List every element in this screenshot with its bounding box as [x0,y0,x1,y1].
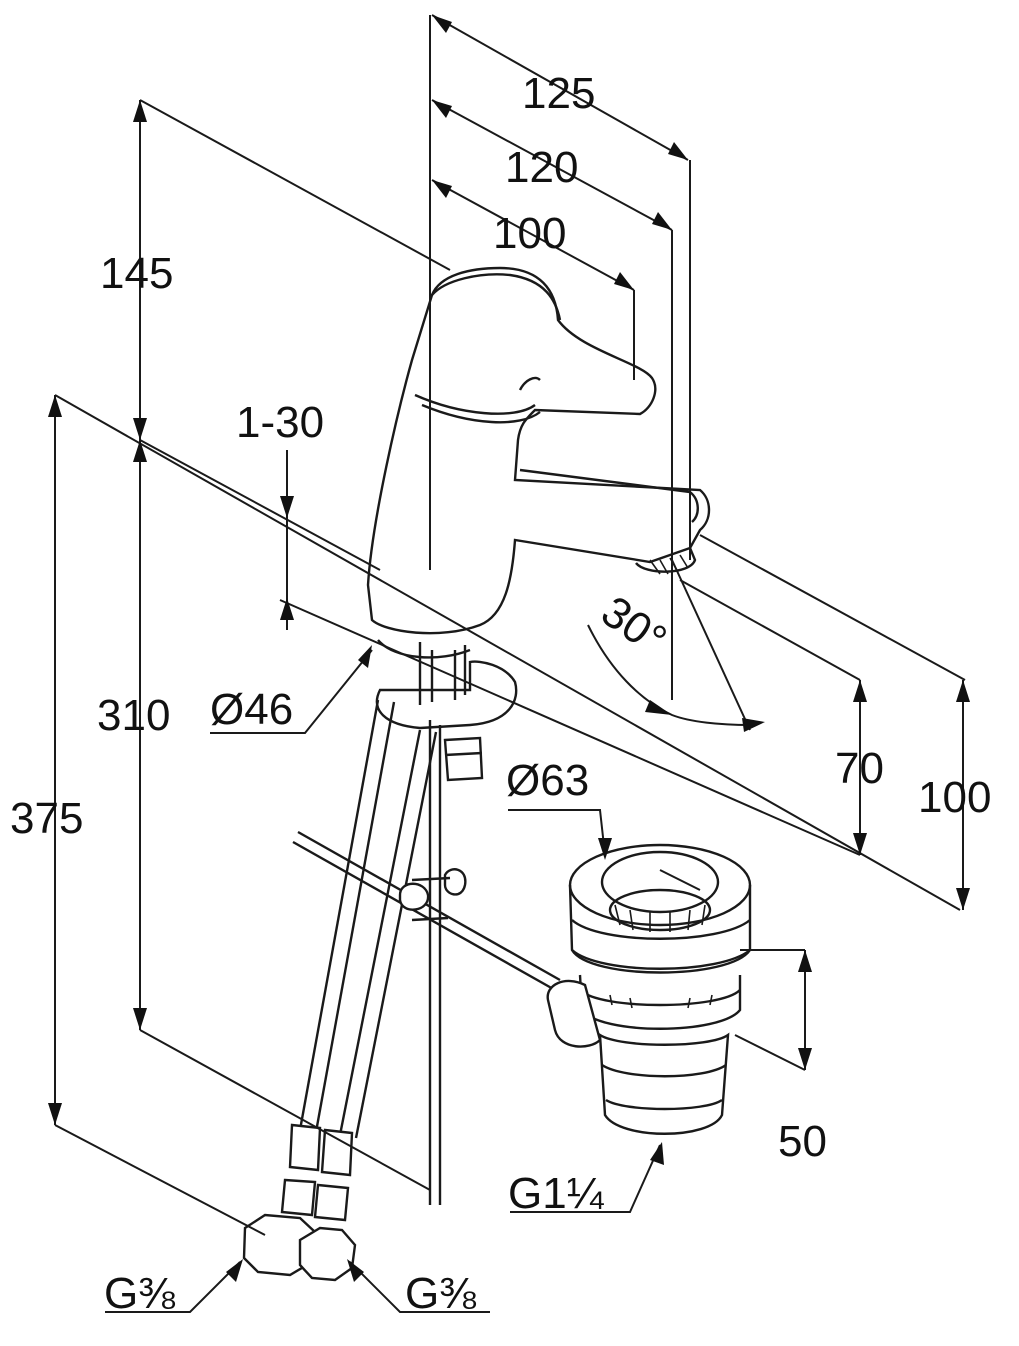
dim-375: 375 [10,794,83,843]
dimension-lines [54,14,966,1313]
drain-rod [292,720,561,1205]
dimension-labels: 125 120 100 145 1-30 310 Ø46 375 30° Ø63… [10,69,991,1318]
arrowheads [48,15,970,1282]
thread-g3-8-right: G⅜ [405,1269,476,1318]
dim-145: 145 [100,249,173,298]
supply-hoses [242,699,438,1282]
dim-50: 50 [778,1117,827,1166]
dim-310: 310 [97,691,170,740]
dim-70: 70 [835,744,884,793]
thread-g1-1-4: G1¼ [508,1169,605,1218]
faucet-body [366,266,711,782]
dim-100-top: 100 [493,209,566,258]
pop-up-waste [546,843,752,1135]
dim-100-right: 100 [918,773,991,822]
dim-diameter-63: Ø63 [506,756,589,805]
dim-1-30: 1-30 [236,398,324,447]
dim-125: 125 [522,69,595,118]
dim-diameter-46: Ø46 [210,685,293,734]
dim-120: 120 [505,143,578,192]
thread-g3-8-left: G⅜ [104,1269,175,1318]
